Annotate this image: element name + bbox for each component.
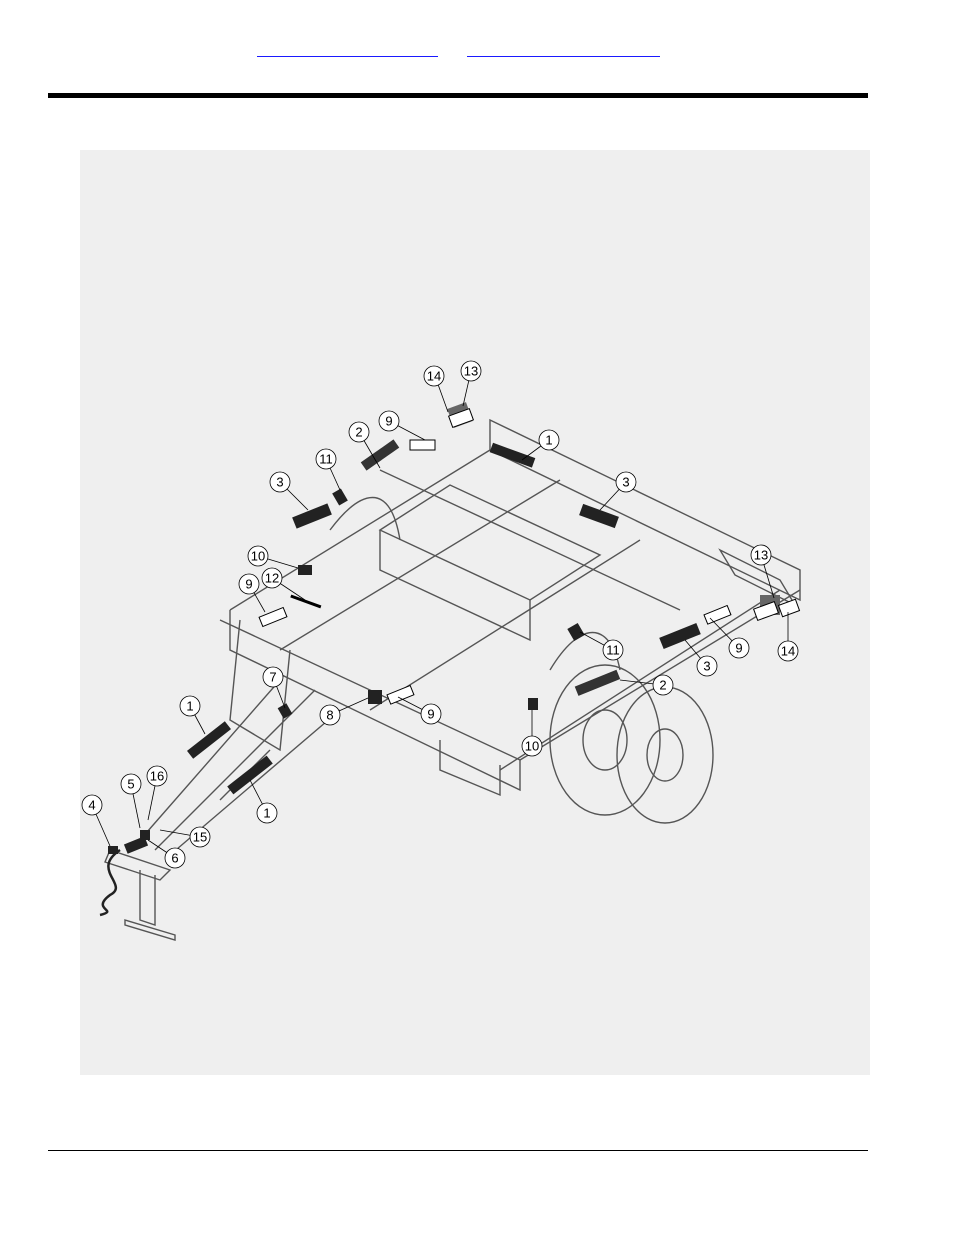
- svg-text:6: 6: [171, 851, 178, 866]
- svg-text:9: 9: [385, 414, 392, 429]
- svg-text:10: 10: [251, 549, 265, 564]
- decals: [108, 402, 800, 854]
- svg-text:13: 13: [754, 548, 768, 563]
- svg-text:3: 3: [622, 475, 629, 490]
- callout-9-left: 9: [239, 574, 265, 612]
- callout-9-center: 9: [398, 697, 441, 724]
- callout-13-top: 13: [461, 361, 481, 406]
- callout-4: 4: [82, 795, 110, 846]
- nav-link-left[interactable]: [257, 38, 438, 57]
- svg-text:9: 9: [735, 641, 742, 656]
- svg-text:5: 5: [127, 777, 134, 792]
- callout-5: 5: [121, 774, 141, 828]
- svg-text:16: 16: [150, 769, 164, 784]
- svg-text:1: 1: [545, 433, 552, 448]
- svg-text:8: 8: [326, 708, 333, 723]
- callout-14-right: 14: [778, 612, 798, 661]
- svg-text:11: 11: [606, 643, 620, 658]
- svg-text:1: 1: [263, 806, 270, 821]
- frame-linework: [100, 420, 800, 940]
- svg-text:3: 3: [703, 659, 710, 674]
- callout-3-mid: 3: [600, 472, 636, 510]
- svg-text:4: 4: [88, 798, 95, 813]
- callout-11-top: 11: [316, 449, 340, 490]
- footer-rule: [48, 1150, 868, 1151]
- callout-10-left: 10: [248, 546, 298, 568]
- svg-text:1: 1: [186, 699, 193, 714]
- svg-text:11: 11: [319, 452, 333, 467]
- svg-text:14: 14: [781, 644, 795, 659]
- callout-8: 8: [320, 698, 368, 725]
- callout-3-left: 3: [270, 472, 308, 510]
- svg-text:9: 9: [245, 577, 252, 592]
- callout-10-center: 10: [522, 710, 542, 756]
- svg-text:2: 2: [659, 678, 666, 693]
- callout-9-top: 9: [379, 411, 425, 440]
- svg-text:7: 7: [269, 670, 276, 685]
- header-rule: [48, 93, 868, 98]
- machine-drawing: 14 13 9 2 1 11 3 3 10 12 9 13 9 14 11 3 …: [80, 150, 870, 1075]
- callout-1-hitch-lower: 1: [250, 780, 277, 823]
- svg-text:14: 14: [427, 369, 441, 384]
- svg-text:13: 13: [464, 364, 478, 379]
- callout-1-hitch-upper: 1: [180, 696, 205, 734]
- callout-11-right: 11: [580, 632, 623, 660]
- svg-text:2: 2: [355, 425, 362, 440]
- svg-text:9: 9: [427, 707, 434, 722]
- nav-link-right[interactable]: [467, 38, 660, 57]
- decal-location-figure: 14 13 9 2 1 11 3 3 10 12 9 13 9 14 11 3 …: [80, 150, 870, 1075]
- callout-1-top: 1: [522, 430, 559, 460]
- svg-text:10: 10: [525, 739, 539, 754]
- svg-text:12: 12: [265, 571, 279, 586]
- svg-text:15: 15: [193, 830, 207, 845]
- callout-3-right: 3: [685, 640, 717, 676]
- svg-text:3: 3: [276, 475, 283, 490]
- callout-14-top: 14: [424, 366, 448, 412]
